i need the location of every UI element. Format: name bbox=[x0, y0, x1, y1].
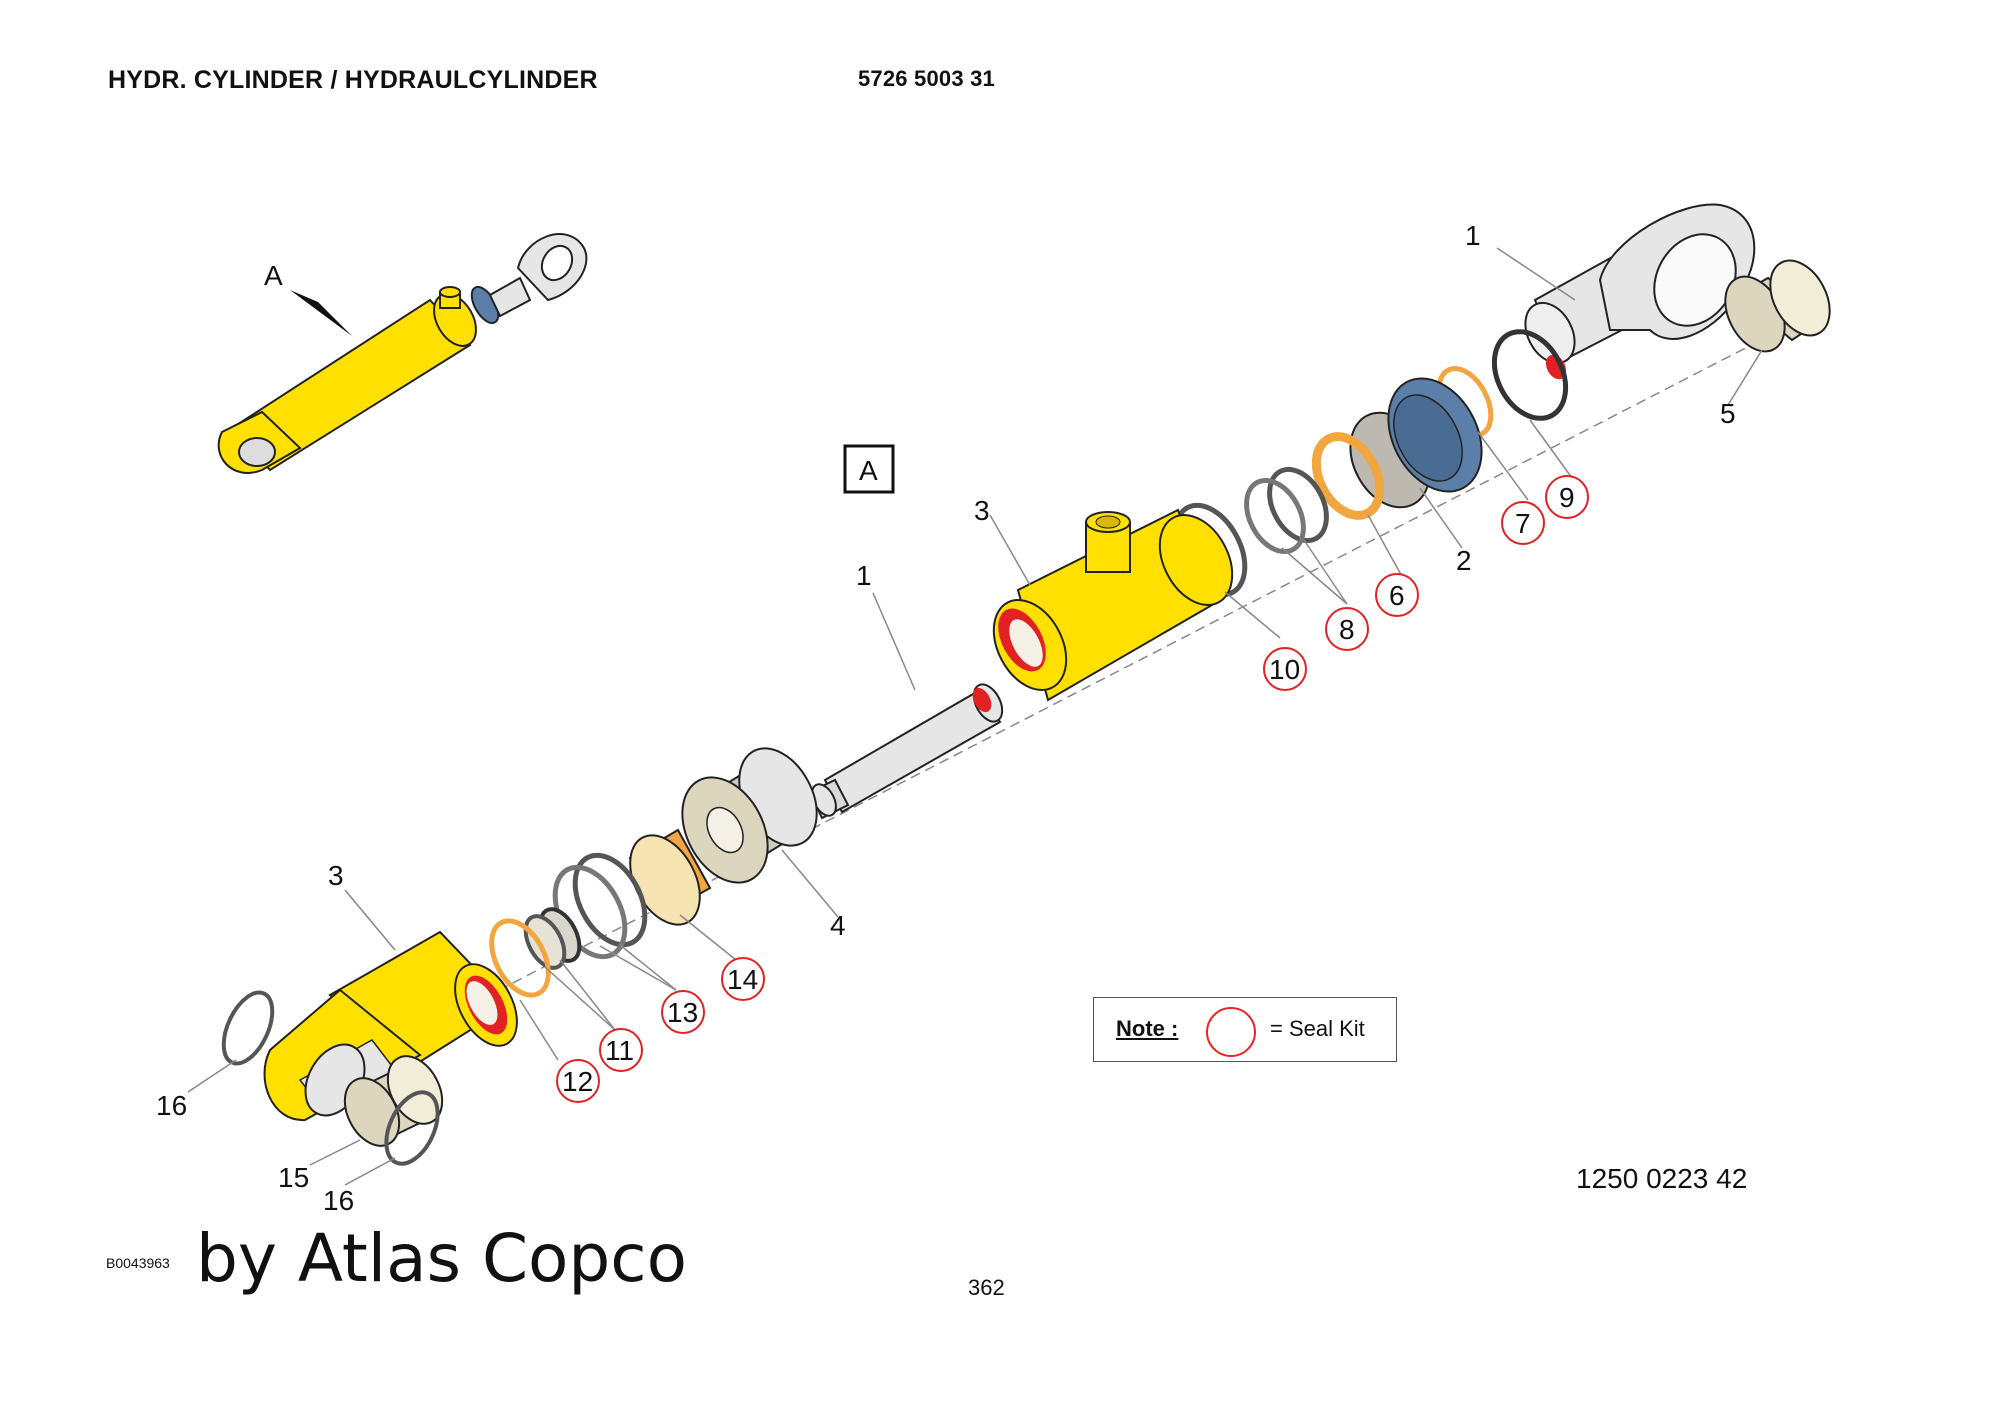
callout-11: 11 bbox=[605, 1035, 634, 1066]
cylinder-base-3 bbox=[263, 930, 518, 1122]
piston-4 bbox=[681, 747, 818, 884]
seal-kit-circle-14 bbox=[721, 957, 765, 1001]
image-id: B0043963 bbox=[106, 1255, 170, 1271]
seal-ring-8a bbox=[1267, 466, 1329, 544]
page-number: 362 bbox=[968, 1275, 1005, 1300]
callout-4: 4 bbox=[830, 910, 846, 941]
legend-note-label: Note : bbox=[1116, 1016, 1179, 1041]
seal-ring-6 bbox=[1311, 432, 1385, 520]
callout-8: 8 bbox=[1339, 614, 1355, 645]
callout-12: 12 bbox=[562, 1066, 593, 1097]
callout-16-bottom: 16 bbox=[323, 1185, 354, 1216]
callout-5: 5 bbox=[1720, 398, 1736, 429]
callout-15: 15 bbox=[278, 1162, 309, 1193]
legend-seal-kit-circle bbox=[1206, 1007, 1256, 1057]
seal-kit-circle-13 bbox=[661, 990, 705, 1034]
seal-kit-circle-6 bbox=[1375, 573, 1419, 617]
seal-kit-circle-12 bbox=[556, 1059, 600, 1103]
seal-kit-circle-7 bbox=[1501, 501, 1545, 545]
view-direction-arrow bbox=[290, 290, 352, 336]
callout-10: 10 bbox=[1269, 654, 1300, 685]
callout-6: 6 bbox=[1389, 580, 1405, 611]
part-number: 5726 5003 31 bbox=[858, 66, 995, 91]
callout-3-base: 3 bbox=[328, 860, 344, 891]
leader-lines bbox=[187, 247, 1763, 1186]
callout-9: 9 bbox=[1559, 482, 1575, 513]
rod-eye-part bbox=[1524, 203, 1756, 380]
cylinder-tube-3 bbox=[992, 508, 1234, 702]
seal-kit-circle-10 bbox=[1263, 647, 1307, 691]
view-marker-label: A bbox=[264, 260, 283, 291]
seal-ring-12 bbox=[489, 918, 551, 998]
seal-ring-14 bbox=[628, 828, 712, 926]
seal-ring-8b bbox=[1244, 477, 1306, 555]
callout-1-rod-eye: 1 bbox=[1465, 220, 1481, 251]
brand-signature: by Atlas Copco bbox=[196, 1220, 687, 1297]
callout-3-tube: 3 bbox=[974, 495, 990, 526]
seal-ring-9 bbox=[1491, 329, 1569, 421]
callout-14: 14 bbox=[727, 964, 758, 995]
seal-kit-legend: Note : = Seal Kit bbox=[1093, 997, 1397, 1062]
callout-7: 7 bbox=[1515, 508, 1531, 539]
seal-ring-13a bbox=[572, 852, 648, 948]
callout-16-left: 16 bbox=[156, 1090, 187, 1121]
callout-13: 13 bbox=[667, 997, 698, 1028]
gland-2 bbox=[1349, 377, 1483, 509]
retaining-ring-16b bbox=[384, 1090, 440, 1166]
overview-cylinder bbox=[217, 233, 588, 474]
seal-kit-circle-9 bbox=[1545, 475, 1589, 519]
drawing-number: 1250 0223 42 bbox=[1576, 1163, 1748, 1194]
document-title: HYDR. CYLINDER / HYDRAULCYLINDER bbox=[108, 66, 598, 94]
seal-kit-circle-8 bbox=[1325, 607, 1369, 651]
callout-2: 2 bbox=[1456, 545, 1472, 576]
seal-ring-11b bbox=[523, 914, 567, 970]
piston-rod-1 bbox=[808, 683, 1004, 820]
detail-marker-label: A bbox=[859, 455, 878, 486]
seal-kit-circle-11 bbox=[599, 1028, 643, 1072]
callout-1-rod: 1 bbox=[856, 560, 872, 591]
detail-marker-box bbox=[843, 444, 895, 494]
legend-seal-kit-text: = Seal Kit bbox=[1270, 1016, 1365, 1041]
bushing-5 bbox=[1724, 259, 1831, 353]
